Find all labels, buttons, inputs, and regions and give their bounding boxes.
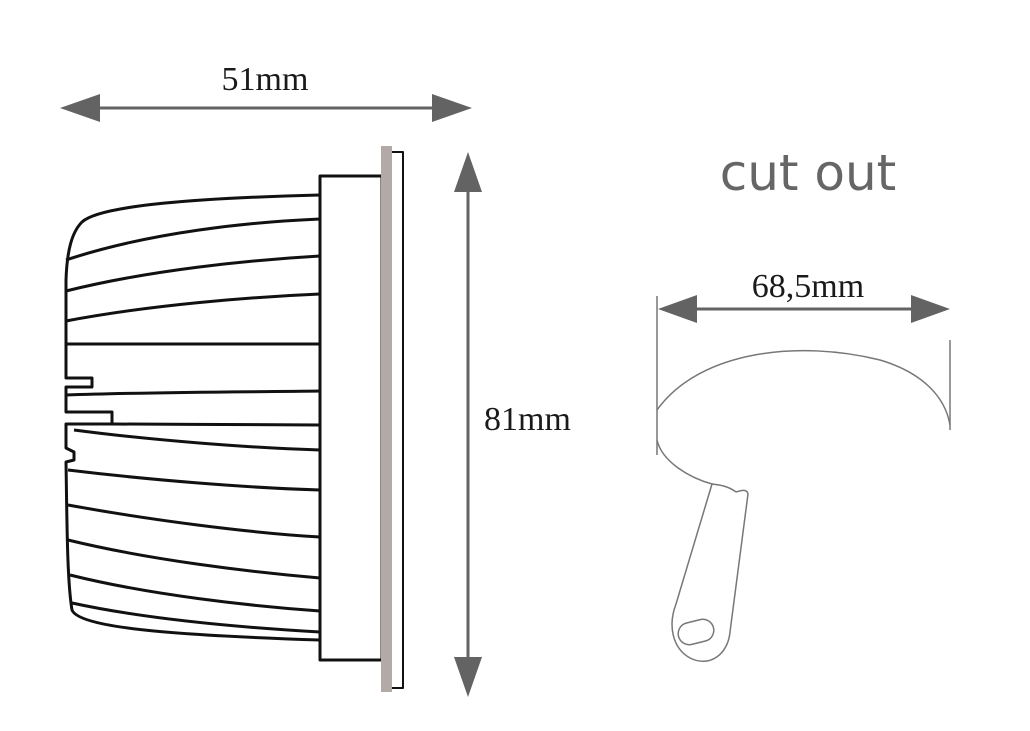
cooling-fin <box>69 573 321 613</box>
cutout-circle-arc <box>656 349 951 426</box>
cooling-fin <box>65 217 321 262</box>
width-arrow-left <box>60 94 100 122</box>
cutout-arrow-right <box>911 295 950 323</box>
height-label: 81mm <box>484 401 571 438</box>
front-lens <box>390 151 404 689</box>
width-arrow-right <box>432 94 472 122</box>
cooling-fin <box>67 468 321 492</box>
cutout-mounting-slot <box>677 618 715 646</box>
cooling-fin <box>65 254 321 293</box>
cooling-fin <box>65 389 321 397</box>
cooling-fin <box>67 503 321 539</box>
cutout-diameter-label: 68,5mm <box>752 268 864 305</box>
width-dimension: 51mm <box>60 61 472 122</box>
height-arrow-top <box>454 152 482 192</box>
height-dimension: 81mm <box>454 152 571 697</box>
housing-side-view <box>64 151 404 689</box>
mounting-plate <box>381 146 392 692</box>
cutout-bracket-inner <box>711 483 737 493</box>
height-arrow-bottom <box>454 657 482 697</box>
cooling-fin <box>65 292 321 323</box>
cutout-dimension: 68,5mm <box>656 268 951 455</box>
cooling-fin <box>67 538 321 580</box>
cutout-arrow-left <box>658 295 697 323</box>
width-label: 51mm <box>222 61 309 98</box>
front-bezel <box>318 174 384 662</box>
cooling-fin <box>111 422 321 427</box>
cutout-bracket-outline <box>656 439 749 663</box>
cooling-fin <box>73 428 321 452</box>
cooling-fin <box>71 601 321 634</box>
cutout-shape <box>656 349 951 663</box>
cutout-title: cut out <box>720 144 897 202</box>
housing-body-outline <box>64 193 321 642</box>
